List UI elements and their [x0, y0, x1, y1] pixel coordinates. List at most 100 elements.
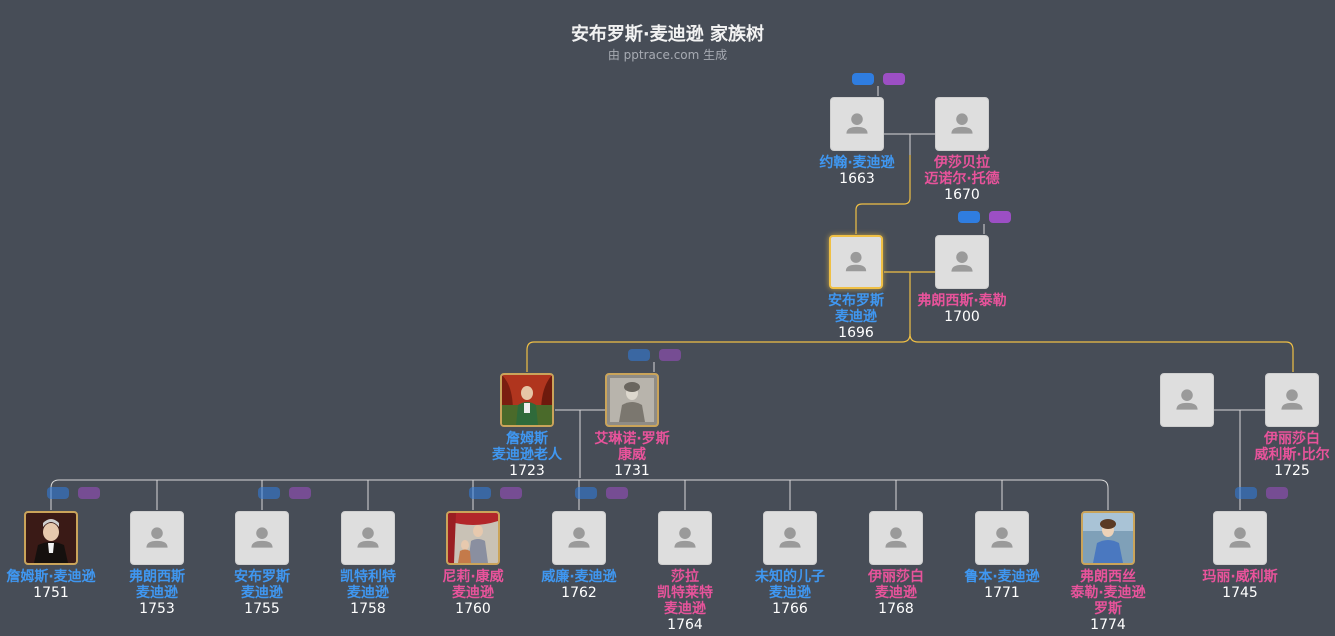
person-silhouette-icon — [991, 527, 1013, 548]
portrait-woman-blue-dress — [1081, 511, 1135, 565]
person-year: 1745 — [1222, 585, 1258, 601]
person-year: 1753 — [139, 601, 175, 617]
person-card-william-madison[interactable]: 威廉·麦迪逊 1762 — [514, 511, 644, 601]
person-year: 1731 — [614, 463, 650, 479]
person-silhouette-icon — [1281, 389, 1303, 410]
person-card-frances-taylor-madison-rose[interactable]: 弗朗西丝 泰勒·麦迪逊 罗斯 1774 — [1043, 511, 1173, 633]
avatar-placeholder-icon — [341, 511, 395, 565]
portrait-image — [448, 513, 498, 563]
person-silhouette-icon — [1176, 389, 1198, 410]
portrait-woman-sepia — [605, 373, 659, 427]
person-name: 詹姆斯 麦迪逊老人 — [492, 431, 562, 463]
partner-badge-male[interactable] — [852, 73, 874, 85]
person-year: 1700 — [944, 309, 980, 325]
descent-line — [855, 155, 911, 234]
person-name: 玛丽·威利斯 — [1202, 569, 1278, 585]
avatar-placeholder-icon — [763, 511, 817, 565]
avatar-placeholder-icon — [830, 97, 884, 151]
person-silhouette-icon — [885, 527, 907, 548]
person-year: 1725 — [1274, 463, 1310, 479]
person-silhouette-icon — [779, 527, 801, 548]
portrait-man-green-coat — [500, 373, 554, 427]
person-name: 伊莎贝拉 迈诺尔·托德 — [924, 155, 1000, 187]
person-silhouette-icon — [251, 527, 273, 548]
partner-badge-female[interactable] — [500, 487, 522, 499]
descent-line — [909, 333, 1294, 372]
avatar-placeholder-icon — [1213, 511, 1267, 565]
portrait-image — [26, 513, 76, 563]
partner-badge-male[interactable] — [628, 349, 650, 361]
partner-badge-female[interactable] — [883, 73, 905, 85]
person-card-unknown-spouse[interactable] — [1122, 373, 1252, 431]
person-name: 艾琳诺·罗斯 康威 — [594, 431, 670, 463]
partner-badge-male[interactable] — [1235, 487, 1257, 499]
person-name: 弗朗西丝 泰勒·麦迪逊 罗斯 — [1070, 569, 1146, 617]
person-name: 伊丽莎白 威利斯·比尔 — [1254, 431, 1330, 463]
person-year: 1771 — [984, 585, 1020, 601]
person-card-elizabeth-willis-beale[interactable]: 伊丽莎白 威利斯·比尔 1725 — [1227, 373, 1335, 479]
avatar-placeholder-icon — [869, 511, 923, 565]
person-card-frances-taylor[interactable]: 弗朗西斯·泰勒 1700 — [897, 235, 1027, 325]
person-year: 1766 — [772, 601, 808, 617]
person-name: 安布罗斯 麦迪逊 — [234, 569, 290, 601]
person-card-ambrose-madison-selected[interactable]: 安布罗斯 麦迪逊 1696 — [791, 235, 921, 341]
page-subtitle: 由 pptrace.com 生成 — [607, 48, 728, 62]
avatar-placeholder-icon — [552, 511, 606, 565]
portrait-image — [607, 375, 657, 425]
person-name: 弗朗西斯 麦迪逊 — [129, 569, 185, 601]
person-card-elizabeth-madison[interactable]: 伊丽莎白 麦迪逊 1768 — [831, 511, 961, 617]
person-name: 鲁本·麦迪逊 — [964, 569, 1040, 585]
person-year: 1755 — [244, 601, 280, 617]
person-card-unknown-son-madison[interactable]: 未知的儿子 麦迪逊 1766 — [725, 511, 855, 617]
person-name: 詹姆斯·麦迪逊 — [6, 569, 96, 585]
person-card-james-madison[interactable]: 詹姆斯·麦迪逊 1751 — [0, 511, 116, 601]
portrait-image — [1083, 513, 1133, 563]
person-card-ambrose-madison-jr[interactable]: 安布罗斯 麦迪逊 1755 — [197, 511, 327, 617]
avatar-placeholder-icon — [1265, 373, 1319, 427]
avatar-placeholder-icon — [935, 235, 989, 289]
person-name: 伊丽莎白 麦迪逊 — [868, 569, 924, 601]
partner-badge-male[interactable] — [958, 211, 980, 223]
person-card-nelly-conway-madison[interactable]: 尼莉·康威 麦迪逊 1760 — [408, 511, 538, 617]
page-title: 安布罗斯·麦迪逊 家族树 — [570, 24, 765, 45]
avatar-placeholder-icon — [1160, 373, 1214, 427]
person-card-sarah-catlett-madison[interactable]: 莎拉 凯特莱特 麦迪逊 1764 — [620, 511, 750, 633]
person-card-reuben-madison[interactable]: 鲁本·麦迪逊 1771 — [937, 511, 1067, 601]
person-card-francis-madison[interactable]: 弗朗西斯 麦迪逊 1753 — [92, 511, 222, 617]
person-year: 1670 — [944, 187, 980, 203]
person-name: 约翰·麦迪逊 — [819, 155, 895, 171]
person-name: 弗朗西斯·泰勒 — [917, 293, 1007, 309]
person-year: 1758 — [350, 601, 386, 617]
person-card-isabella-minor-todd[interactable]: 伊莎贝拉 迈诺尔·托德 1670 — [897, 97, 1027, 203]
person-year: 1774 — [1090, 617, 1126, 633]
person-year: 1723 — [509, 463, 545, 479]
person-card-eleanor-rose-conway[interactable]: 艾琳诺·罗斯 康威 1731 — [567, 373, 697, 479]
person-silhouette-icon — [357, 527, 379, 548]
descent-line — [526, 272, 911, 372]
avatar-placeholder-icon — [829, 235, 883, 289]
partner-badge-male[interactable] — [575, 487, 597, 499]
person-year: 1764 — [667, 617, 703, 633]
partner-badge-female[interactable] — [1266, 487, 1288, 499]
person-year: 1751 — [33, 585, 69, 601]
partner-badge-female[interactable] — [659, 349, 681, 361]
avatar-placeholder-icon — [975, 511, 1029, 565]
partner-badge-male[interactable] — [469, 487, 491, 499]
person-card-catlett-madison[interactable]: 凯特利特 麦迪逊 1758 — [303, 511, 433, 617]
partner-badge-female[interactable] — [78, 487, 100, 499]
person-card-mary-willis[interactable]: 玛丽·威利斯 1745 — [1175, 511, 1305, 601]
person-year: 1760 — [455, 601, 491, 617]
person-name: 威廉·麦迪逊 — [541, 569, 617, 585]
partner-badge-female[interactable] — [989, 211, 1011, 223]
person-card-james-madison-sr[interactable]: 詹姆斯 麦迪逊老人 1723 — [462, 373, 592, 479]
partner-badge-female[interactable] — [289, 487, 311, 499]
partner-badge-male[interactable] — [47, 487, 69, 499]
avatar-placeholder-icon — [658, 511, 712, 565]
person-name: 莎拉 凯特莱特 麦迪逊 — [657, 569, 713, 617]
person-card-john-madison[interactable]: 约翰·麦迪逊 1663 — [792, 97, 922, 187]
partner-badge-male[interactable] — [258, 487, 280, 499]
person-silhouette-icon — [951, 251, 973, 272]
partner-badge-female[interactable] — [606, 487, 628, 499]
person-silhouette-icon — [146, 527, 168, 548]
